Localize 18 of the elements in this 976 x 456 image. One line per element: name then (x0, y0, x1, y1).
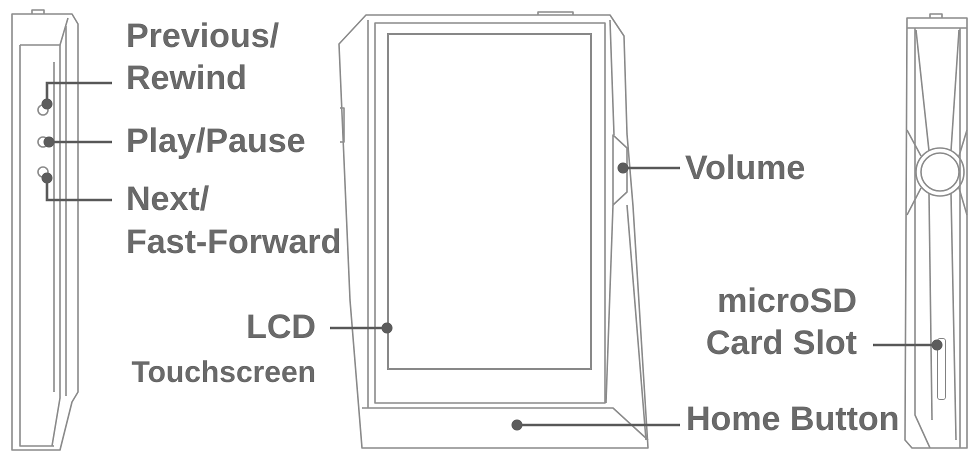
callout-label: Home Button (686, 399, 900, 440)
callout-label: Next/ Fast-Forward (126, 179, 342, 263)
screen (387, 33, 592, 370)
callout-label: Previous/ Rewind (126, 16, 280, 99)
callout-label: Touchscreen (132, 355, 316, 391)
leader-line (42, 172, 112, 202)
callout-label: Volume (685, 148, 806, 189)
callout-label: LCD (246, 307, 316, 348)
card-slot (937, 338, 946, 400)
leader-line (512, 420, 680, 430)
callout-label: Play/Pause (126, 121, 306, 162)
leader-line (42, 82, 112, 110)
leader-line (618, 162, 680, 174)
side-button-icon (37, 166, 49, 178)
callout-label: microSD Card Slot (704, 281, 857, 364)
leader-line (330, 322, 392, 334)
leader-line (873, 340, 942, 350)
leader-line (44, 136, 112, 148)
